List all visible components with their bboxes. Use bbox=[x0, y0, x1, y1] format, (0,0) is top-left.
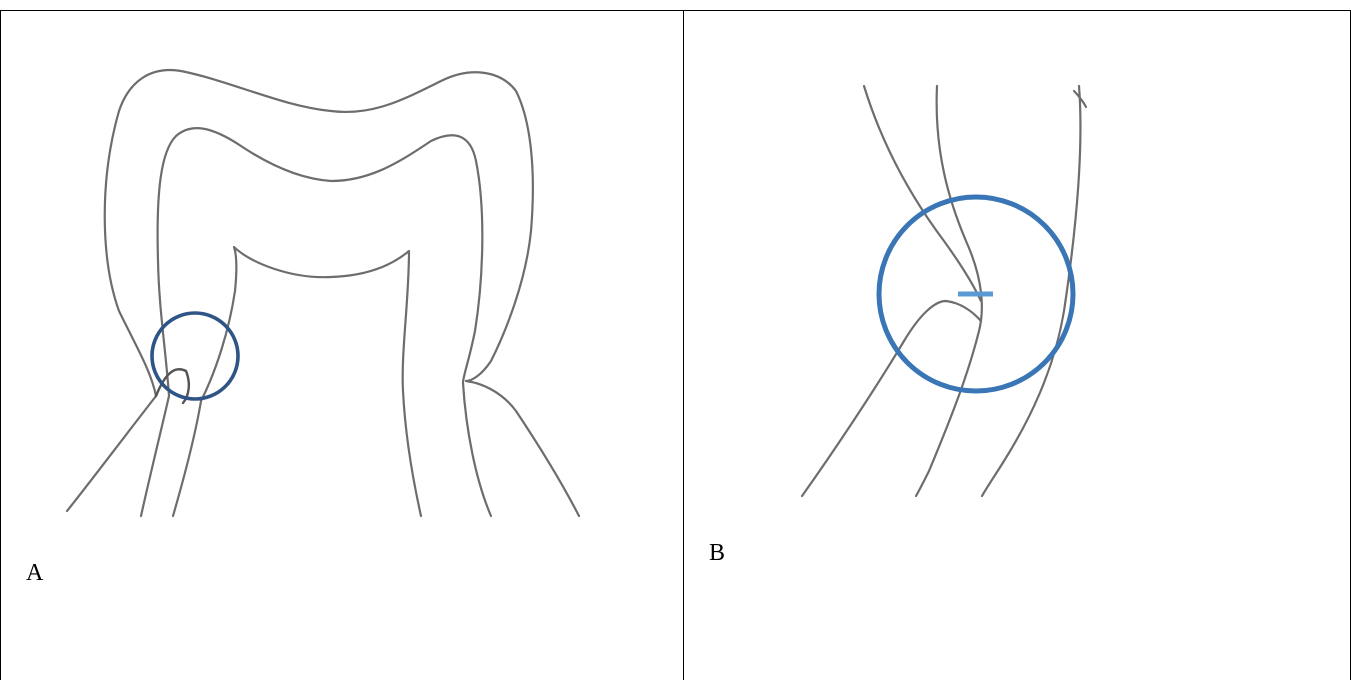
pulp-outline bbox=[173, 247, 421, 516]
adjacent-surface-line bbox=[802, 301, 981, 496]
panel-label-b: B bbox=[709, 541, 725, 565]
outer-crown-outline bbox=[67, 70, 579, 516]
middle-surface-line bbox=[916, 86, 982, 496]
tooth-drawing bbox=[1, 11, 684, 681]
inner-crown-outline bbox=[141, 128, 491, 516]
right-surface-line bbox=[982, 86, 1081, 496]
panel-label-a: A bbox=[26, 561, 43, 585]
panel-b: B bbox=[683, 10, 1351, 680]
panel-a: A bbox=[0, 10, 683, 680]
contact-detail-drawing bbox=[684, 11, 1351, 681]
